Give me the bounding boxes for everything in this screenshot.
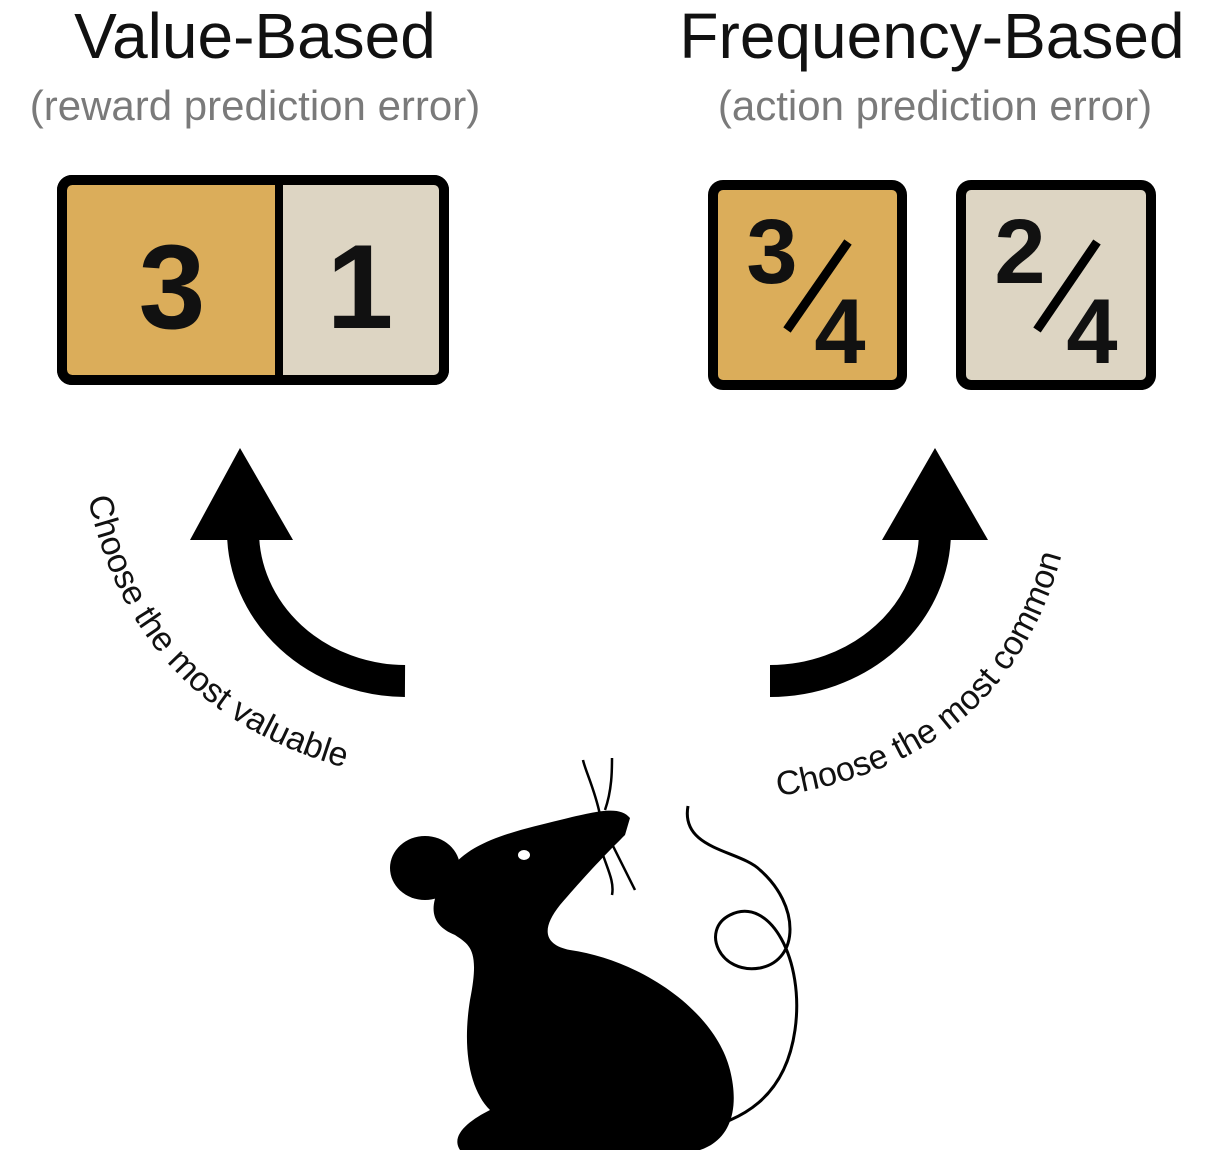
denominator: 4: [814, 281, 865, 383]
right-arrow-icon: [769, 448, 988, 697]
left-arrow-icon: [190, 448, 406, 697]
fraction-slash: [1033, 239, 1101, 333]
value-1: 1: [327, 220, 394, 354]
mouse-icon: [390, 757, 799, 1150]
frequency-based-title: Frequency-Based: [679, 0, 1184, 72]
value-3: 3: [139, 220, 206, 354]
frequency-based-subtitle: (action prediction error): [718, 82, 1152, 129]
value-based-subtitle: (reward prediction error): [30, 82, 480, 129]
box-border: [57, 175, 449, 385]
denominator: 4: [1066, 281, 1117, 383]
value-based-title: Value-Based: [74, 0, 436, 72]
numerator: 3: [746, 201, 797, 303]
fraction-slash: [783, 239, 852, 333]
option-box: [708, 180, 907, 390]
numerator: 2: [994, 201, 1045, 303]
option-box: [956, 180, 1156, 390]
option-less-valuable: [279, 180, 444, 380]
value-options-box: 3 1: [57, 175, 449, 385]
frequency-option-2: 2 4: [956, 180, 1156, 390]
frequency-option-1: 3 4: [708, 180, 907, 390]
